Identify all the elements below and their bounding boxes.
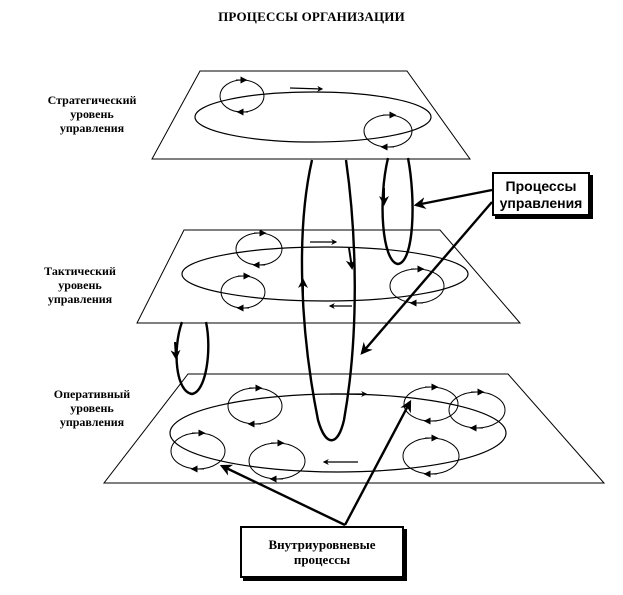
level-label-operative: Оперативный уровень управления [22,387,162,429]
operative-local-process [248,439,306,483]
operative-local-process [448,388,506,432]
callout-management-processes: Процессы управления [492,172,590,216]
intralevel-callout-pointers [219,399,412,527]
tactical-local-process [389,265,445,307]
level-label-tactical: Тактический уровень управления [10,264,150,306]
operative-local-process [170,429,226,473]
strategic-local-process [219,76,265,116]
level-label-line: Оперативный [53,387,131,401]
level-label-strategic: Стратегический уровень управления [22,93,162,135]
level-label-line: управления [59,415,125,429]
callout-line: процессы [293,552,351,567]
level-label-line: уровень [70,401,114,415]
callout-line: Процессы [505,178,577,194]
management-loop-strategic-tactical [379,157,414,266]
management-callout-pointers [360,188,493,355]
callout-line: Внутриуровневые [268,537,376,552]
management-loop-tactical-operative [170,321,210,396]
diagram-title: ПРОЦЕССЫ ОРГАНИЗАЦИИ [218,9,405,24]
level-label-line: управления [47,292,113,306]
operative-plane [102,373,606,484]
level-label-line: Стратегический [47,93,137,107]
strategic-local-process [363,111,413,151]
tactical-plane [136,229,522,324]
level-label-line: уровень [58,278,102,292]
operative-local-process [227,384,283,428]
strategic-plane [151,70,471,160]
level-label-line: Тактический [44,264,116,278]
level-label-line: управления [59,121,125,135]
level-label-line: уровень [70,107,114,121]
management-loop-strategic-operative [298,159,356,442]
operative-local-process [402,434,460,478]
tactical-local-process [220,272,266,312]
tactical-local-process [235,229,283,269]
callout-intralevel-processes: Внутриуровневые процессы [240,526,404,578]
callout-line: управления [499,195,583,211]
